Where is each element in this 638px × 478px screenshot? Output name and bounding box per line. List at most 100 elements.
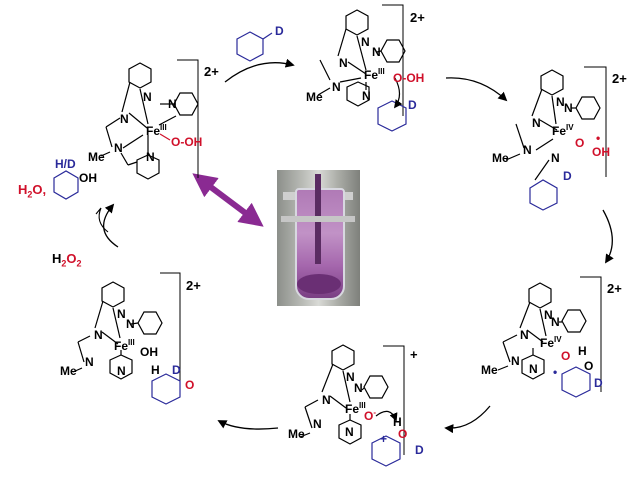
c6-d: D [172, 363, 181, 377]
c6-n-right: N [126, 317, 135, 331]
c3-radical-dot: • [596, 131, 601, 145]
water-label: H2O, [18, 182, 47, 200]
cycle-arrow-left [103, 203, 119, 248]
charge-c2: 2+ [410, 10, 425, 25]
c4-n-right: N [551, 315, 560, 329]
c1-n-lower: N [114, 141, 123, 155]
c3-oh: OH [592, 145, 610, 159]
complex-fe-iv-oxo-oh [505, 69, 601, 181]
c2-n-bottom: N [362, 89, 371, 103]
bracket-c5 [383, 345, 405, 455]
c2-n-left: N [339, 56, 348, 70]
c3-n-left: N [532, 116, 541, 130]
c5-plus: + [380, 432, 388, 446]
cyclohexadienyl-c4 [561, 366, 591, 398]
c5-n-left: N [322, 393, 331, 407]
c5-d: D [415, 443, 424, 457]
charge-c5: + [410, 347, 418, 362]
c6-fe: FeIII [114, 338, 135, 353]
complex-fe-iii-ooh-arene [317, 9, 406, 107]
c2-me: Me [306, 90, 323, 104]
c4-d: D [594, 376, 603, 390]
c3-fe: FeIV [552, 123, 574, 138]
cyclohexadienone-c6 [151, 373, 181, 405]
complex-fe-iv-oxo-radical [497, 282, 587, 380]
complex-fe-iii-oh [72, 281, 163, 380]
c3-d: D [563, 169, 572, 183]
c2-n-top: N [361, 35, 370, 49]
c5-n-top: N [346, 370, 355, 384]
cycle-arrow-top-right [445, 77, 508, 102]
charge-c3: 2+ [612, 71, 627, 86]
c1-n-left: N [120, 112, 129, 126]
c5-h: H [393, 415, 402, 429]
c3-n-bottom: N [551, 151, 560, 165]
photo-beaker-bottom [297, 274, 341, 294]
charge-c6: 2+ [186, 278, 201, 293]
c4-h: H [578, 344, 587, 358]
c4-n-top: N [544, 308, 553, 322]
c5-me: Me [288, 427, 305, 441]
c1-n-bottom: N [146, 150, 155, 164]
c1-ooh: O-OH [171, 135, 203, 149]
c4-radical-dot: • [553, 365, 558, 379]
phenol-product [53, 170, 79, 200]
c5-o: O [398, 427, 408, 441]
complex-fe-iii-o-minus [299, 344, 398, 445]
c6-n-left: N [94, 328, 103, 342]
c3-oxo: O [575, 136, 585, 150]
bracket-c2 [382, 4, 404, 116]
c6-n-top: N [117, 307, 126, 321]
bracket-c1 [177, 59, 199, 178]
cycle-arrow-right [602, 209, 614, 264]
cycle-arrow-bottom-left [217, 420, 279, 430]
phenol-hd: H/D [55, 157, 76, 171]
c5-n-right: N [354, 381, 363, 395]
c1-me: Me [88, 150, 105, 164]
benzene-d-label: D [275, 24, 284, 38]
arenium-c5 [371, 435, 401, 467]
c1-fe: FeIII [146, 123, 167, 138]
purple-double-arrow [192, 173, 264, 227]
charge-c4: 2+ [607, 281, 622, 296]
c5-fe: FeIII [345, 401, 366, 416]
c4-oxo: O [561, 349, 571, 363]
c2-n-lower: N [332, 80, 341, 94]
c2-ooh: O-OH [393, 71, 425, 85]
c5-n-lower: N [313, 417, 322, 431]
reaction-vessel-photo [277, 170, 360, 306]
phenol-oh: OH [79, 171, 97, 185]
c4-n-bottom: N [529, 362, 538, 376]
c4-n-left: N [520, 328, 529, 342]
c6-n-bottom: N [117, 364, 126, 378]
c2-fe: FeIII [364, 67, 385, 82]
c3-me: Me [492, 151, 509, 165]
c3-n-top: N [556, 95, 565, 109]
c6-me: Me [60, 364, 77, 378]
c6-oh: OH [140, 345, 158, 359]
c5-n-bottom: N [345, 425, 354, 439]
c1-n-right: N [168, 97, 177, 111]
benzene-d-reagent [236, 31, 273, 62]
bracket-c6 [160, 272, 181, 385]
complex-fe-iii-ooh [100, 62, 199, 180]
c4-o: O [584, 359, 594, 373]
c6-n-lower: N [85, 355, 94, 369]
c1-n-top: N [143, 90, 152, 104]
c3-n-lower: N [523, 143, 532, 157]
bracket-c3 [584, 66, 607, 177]
c6-h: H [151, 363, 160, 377]
c5-o-minus: O- [364, 408, 377, 423]
cycle-arrow-left-branch [95, 207, 109, 233]
arene-c2 [377, 77, 407, 132]
cycle-arrow-bottom-right [444, 405, 491, 434]
cycle-arrow-top-left [224, 58, 295, 83]
c3-n-right: N [564, 101, 573, 115]
c4-n-lower: N [511, 354, 520, 368]
charge-c1: 2+ [204, 64, 219, 79]
c4-fe: FeIV [540, 335, 562, 350]
c4-me: Me [481, 363, 498, 377]
c2-d: D [408, 98, 417, 112]
